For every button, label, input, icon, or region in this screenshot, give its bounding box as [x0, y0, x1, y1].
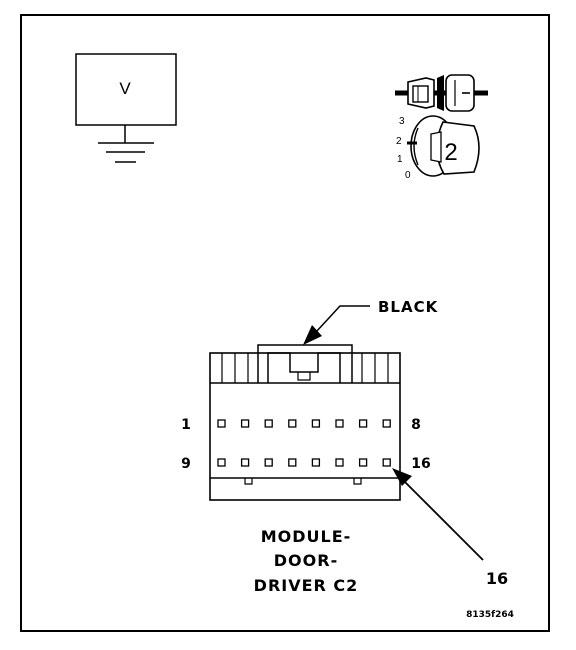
connector-color-label: BLACK: [378, 298, 439, 316]
pin-callout-label: 16: [486, 569, 508, 588]
pin-cavity: [264, 458, 273, 467]
switch-position-label: 3: [399, 116, 405, 127]
pin-row-1: [217, 419, 391, 428]
pin-cavity: [288, 458, 297, 467]
figure-id: 8135f264: [466, 610, 514, 620]
color-callout: BLACK: [303, 298, 439, 345]
pin-cavity: [382, 419, 391, 428]
switch-position-label: 2: [396, 136, 402, 147]
voltmeter-label: V: [119, 79, 131, 98]
pin-callout: 16: [392, 468, 508, 588]
pin-cavity: [264, 419, 273, 428]
pin-cavity: [217, 458, 226, 467]
pin-cavity: [217, 419, 226, 428]
pin-cavity: [358, 458, 368, 467]
pin-cavity: [358, 419, 368, 428]
switch-position-label: 0: [405, 170, 411, 181]
pin-cavity: [335, 458, 344, 467]
connector-name-line: DRIVER C2: [254, 576, 359, 595]
ignition-setting-label: 2: [444, 139, 457, 166]
pin-cavity: [240, 419, 250, 428]
ground-icon: [98, 142, 154, 163]
connector-name: MODULE- DOOR- DRIVER C2: [254, 527, 359, 595]
pin-number: 9: [181, 456, 191, 472]
pin-number: 8: [411, 417, 421, 433]
pin-cavity: [335, 419, 344, 428]
ignition-switch-icon: 2 3 2 1 0: [395, 74, 488, 181]
pin-cavity: [311, 419, 321, 428]
pin-cavity: [240, 458, 250, 467]
voltmeter-symbol: V: [75, 53, 177, 163]
pin-cavity: [288, 419, 297, 428]
connector-name-line: DOOR-: [274, 551, 338, 570]
pin-number: 16: [411, 456, 430, 472]
pin-cavity: [382, 458, 391, 467]
switch-position-label: 1: [397, 154, 403, 165]
connector-name-line: MODULE-: [261, 527, 352, 546]
pin-row-2: [217, 458, 391, 467]
pin-number: 1: [181, 417, 191, 433]
pin-cavity: [311, 458, 321, 467]
connector-c2: 1 8 9 16: [181, 344, 431, 501]
